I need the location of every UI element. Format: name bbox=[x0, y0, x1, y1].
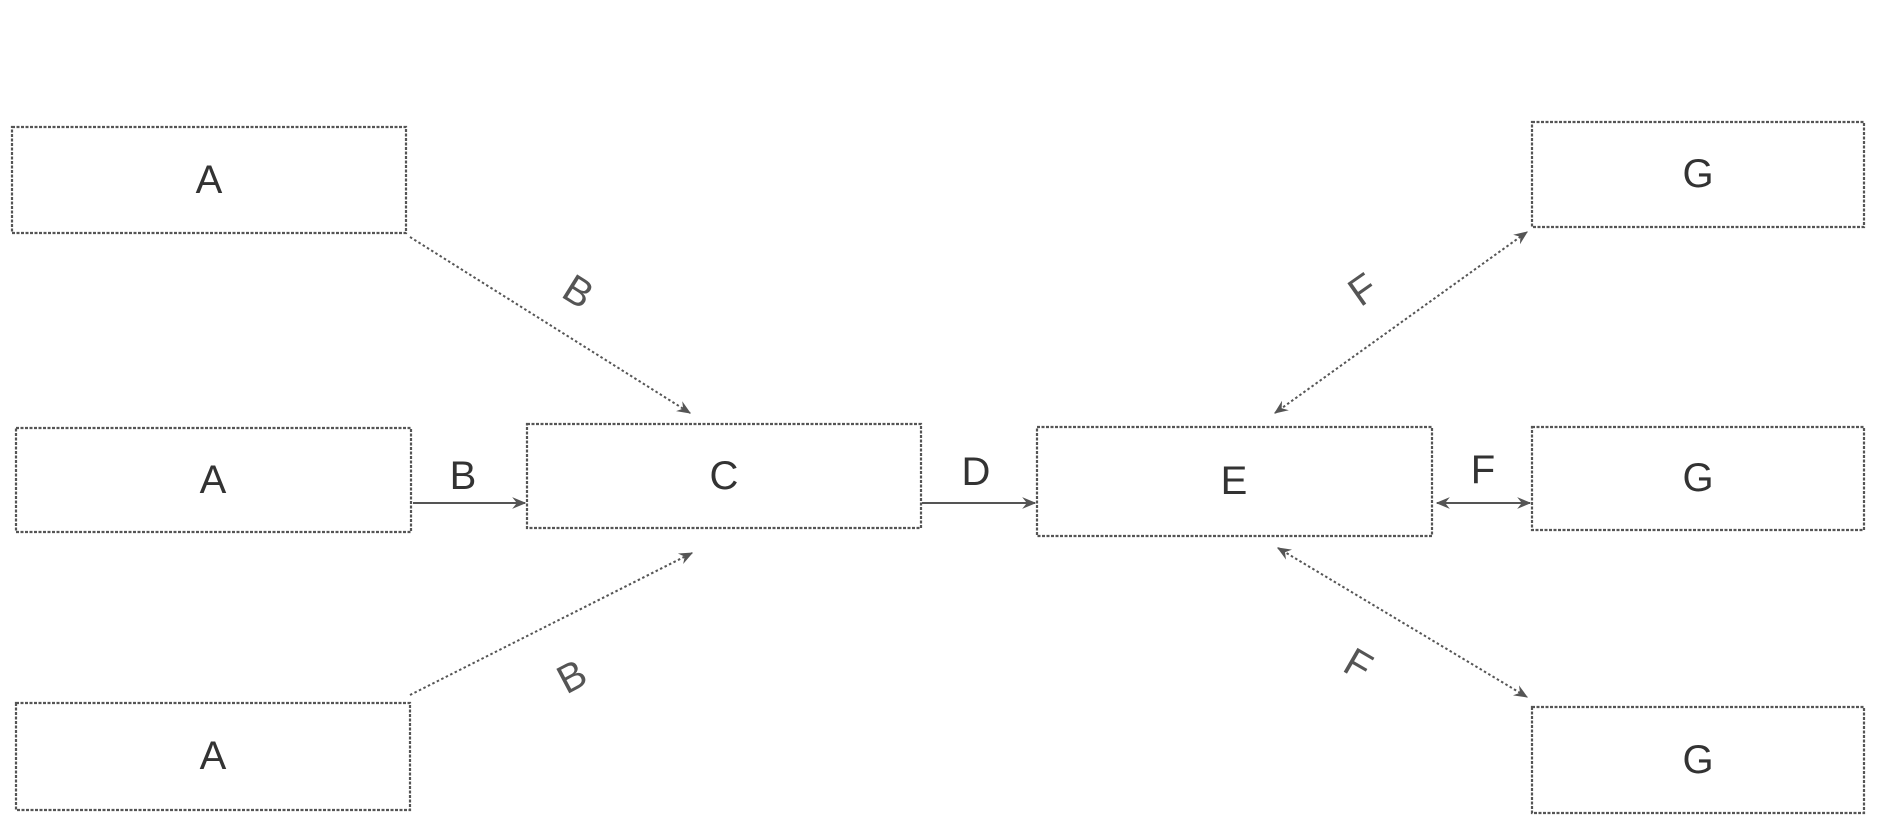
edge-f-top-line bbox=[1275, 232, 1527, 413]
edge-b-top-line bbox=[410, 237, 690, 413]
edge-label-d: D bbox=[962, 450, 991, 494]
edge-label-f-bottom: F bbox=[1336, 640, 1379, 690]
node-a-middle-label: A bbox=[200, 458, 227, 502]
node-a-middle: A bbox=[16, 428, 411, 532]
edge-label-b-middle: B bbox=[450, 454, 477, 498]
node-e-label: E bbox=[1221, 459, 1248, 503]
node-g-middle: G bbox=[1532, 427, 1864, 530]
node-a-top: A bbox=[12, 127, 406, 233]
node-g-top-label: G bbox=[1682, 152, 1713, 196]
node-a-top-label: A bbox=[196, 158, 223, 202]
node-g-bottom-label: G bbox=[1682, 738, 1713, 782]
node-g-top: G bbox=[1532, 122, 1864, 227]
node-c-label: C bbox=[710, 454, 739, 498]
edge-b-bottom-line bbox=[410, 553, 692, 695]
node-c: C bbox=[527, 424, 921, 528]
edge-f-bottom-line bbox=[1278, 548, 1527, 697]
node-a-bottom: A bbox=[16, 703, 410, 810]
node-a-bottom-label: A bbox=[200, 734, 227, 778]
edge-label-b-top: B bbox=[555, 266, 601, 317]
node-g-bottom: G bbox=[1532, 707, 1864, 813]
edge-label-f-top: F bbox=[1340, 265, 1385, 315]
node-e: E bbox=[1037, 427, 1432, 536]
node-g-middle-label: G bbox=[1682, 456, 1713, 500]
edge-label-f-middle: F bbox=[1471, 448, 1495, 492]
edge-label-b-bottom: B bbox=[550, 651, 594, 702]
